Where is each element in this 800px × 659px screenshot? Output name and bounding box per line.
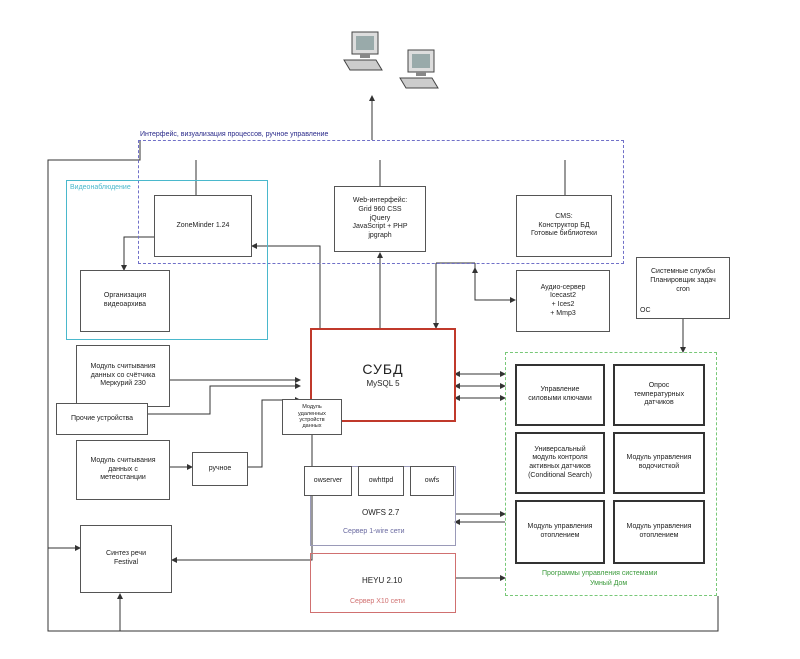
video-group-label: Видеонаблюдение [70, 184, 131, 191]
interface-group-label: Интерфейс, визуализация процессов, ручно… [140, 131, 329, 138]
system-services-box: Системные службы Планировщик задач cron [636, 257, 730, 319]
video-group [66, 180, 268, 340]
heyu-caption: Сервер X10 сети [350, 598, 405, 605]
other-devices-box: Прочие устройства [56, 403, 148, 435]
power-keys-box: Управление силовыми ключами [515, 364, 605, 426]
water-treatment-box: Модуль управления водочисткой [613, 432, 705, 494]
computer-icon [398, 48, 440, 99]
audio-server-box: Аудио-сервер Icecast2 + Ices2 + Mmp3 [516, 270, 610, 332]
heating-module-box-2: Модуль управления отоплением [613, 500, 705, 564]
video-archive-box: Организация видеоархива [80, 270, 170, 332]
remote-devices-module-box: Модуль удаленных устройств данных [282, 399, 342, 435]
programs-group [505, 352, 717, 596]
meter-module-box: Модуль считывания данных со счётчика Мер… [76, 345, 170, 407]
programs-label-2: Умный Дом [590, 580, 628, 587]
speech-synthesis-box: Синтез речи Festival [80, 525, 172, 593]
web-interface-box: Web-интерфейс: Grid 960 CSS jQuery JavaS… [334, 186, 426, 252]
zoneminder-box: ZoneMinder 1.24 [154, 195, 252, 257]
temperature-sensors-box: Опрос температурных датчиков [613, 364, 705, 426]
owserver-box: owserver [304, 466, 352, 496]
manual-box: ручное [192, 452, 248, 486]
interface-group [138, 140, 624, 264]
heating-module-box-1: Модуль управления отоплением [515, 500, 605, 564]
universal-module-box: Универсальный модуль контроля активных д… [515, 432, 605, 494]
os-label: ОС [640, 307, 651, 314]
owfs-box: owfs [410, 466, 454, 496]
owfs-caption: Сервер 1-wire сети [343, 528, 405, 535]
computer-icon [342, 30, 384, 81]
heyu-group [310, 553, 456, 613]
weather-module-box: Модуль считывания данных с метеостанции [76, 440, 170, 500]
cms-box: CMS: Конструктор БД Готовые библиотеки [516, 195, 612, 257]
owhttpd-box: owhttpd [358, 466, 404, 496]
heyu-title: HEYU 2.10 [362, 576, 403, 585]
owfs-title: OWFS 2.7 [362, 508, 400, 517]
programs-label-1: Программы управления системами [542, 570, 658, 577]
